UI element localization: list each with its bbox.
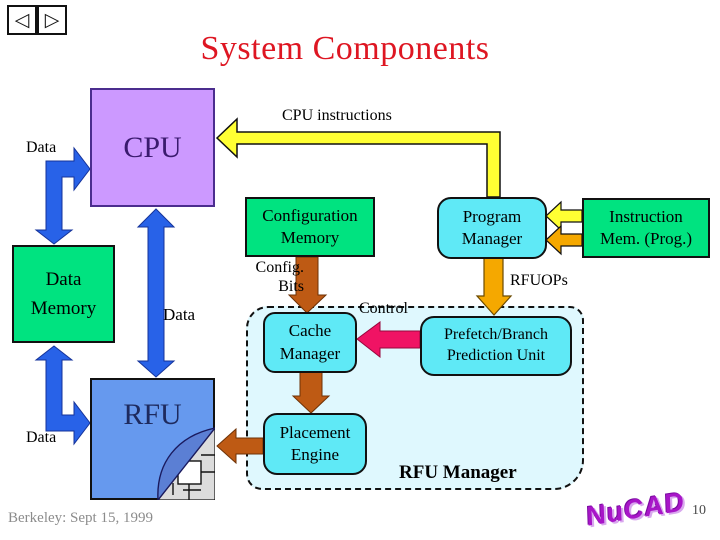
configuration-memory-block: Configuration Memory [245, 197, 375, 257]
nucad-logo: NuCAD [586, 486, 686, 532]
data-label-datamemory-rfu: Data [26, 429, 57, 446]
instruction-memory-block: Instruction Mem. (Prog.) [582, 198, 710, 258]
data-label-cpu-rfu: Data [163, 305, 196, 324]
page-number: 10 [692, 503, 706, 518]
rfuops-label: RFUOPs [510, 272, 568, 289]
cache-manager-block: Cache Manager [263, 312, 357, 373]
placement-engine-label: Placement Engine [279, 422, 351, 464]
data-label-cpu-datamemory: Data [26, 139, 57, 156]
nav-back-icon: ◁ [14, 9, 30, 31]
cpu-instructions-label: CPU instructions [282, 107, 392, 124]
program-manager-block: Program Manager [437, 197, 547, 259]
slide-title: System Components [200, 30, 490, 67]
rfu-chip-corner-art [157, 427, 215, 500]
placement-engine-block: Placement Engine [263, 413, 367, 475]
arrow-data-cpu-datamemory [34, 146, 91, 245]
data-memory-label: Data Memory [30, 268, 97, 319]
rfu-manager-group-label: RFU Manager [399, 462, 517, 483]
arrow-instrmem-programmanager-top [545, 200, 583, 232]
prefetch-branch-prediction-block: Prefetch/Branch Prediction Unit [420, 316, 572, 376]
nav-back-button[interactable]: ◁ [7, 5, 37, 35]
arrow-instrmem-programmanager-bottom [545, 224, 583, 256]
prefetch-branch-prediction-label: Prefetch/Branch Prediction Unit [444, 326, 548, 364]
data-memory-block: Data Memory [12, 245, 115, 343]
nav-forward-icon: ▷ [44, 9, 60, 31]
configuration-memory-label: Configuration Memory [262, 205, 358, 247]
footer-date: Berkeley: Sept 15, 1999 [8, 510, 153, 526]
rfu-block: RFU [90, 378, 215, 500]
nav-forward-button[interactable]: ▷ [37, 5, 67, 35]
cpu-label: CPU [123, 130, 182, 164]
config-bits-label: Config. Bits [255, 259, 304, 296]
control-label: Control [359, 300, 408, 317]
cpu-block: CPU [90, 88, 215, 207]
cache-manager-label: Cache Manager [279, 321, 341, 363]
rfu-label: RFU [123, 398, 182, 431]
instruction-memory-label: Instruction Mem. (Prog.) [599, 206, 693, 248]
program-manager-label: Program Manager [461, 206, 523, 248]
arrow-data-cpu-rfu [136, 208, 176, 378]
arrow-cpu-instructions [215, 117, 501, 198]
